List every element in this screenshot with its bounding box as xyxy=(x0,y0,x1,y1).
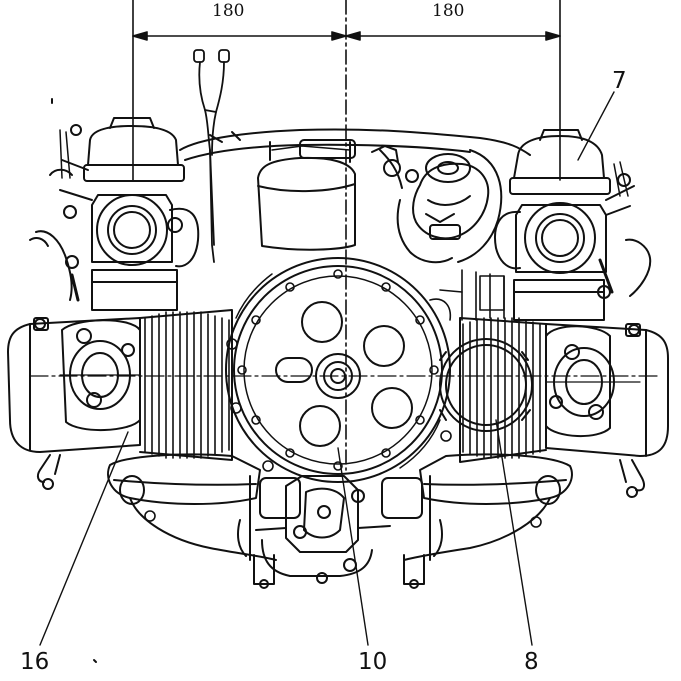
bottom-center-pump xyxy=(237,475,443,589)
print-specks xyxy=(51,98,97,663)
lower-manifold xyxy=(107,453,573,561)
dimension-lines xyxy=(132,0,561,471)
housing-bolts xyxy=(237,269,439,471)
central-blower-housing xyxy=(257,139,356,251)
callout-label-8: 8 xyxy=(524,649,539,675)
dimension-left-label: 180 xyxy=(212,1,245,21)
upper-housing xyxy=(179,128,531,161)
right-cylinder-bank xyxy=(459,317,669,498)
right-upper-details xyxy=(429,269,505,321)
left-cylinder-bank xyxy=(7,309,233,490)
callout-leaders xyxy=(39,91,615,646)
left-carburetor xyxy=(29,117,200,311)
ignition-wires xyxy=(193,49,230,263)
callout-label-16: 16 xyxy=(20,649,50,675)
right-carburetor xyxy=(494,129,652,321)
fan-housing xyxy=(225,257,451,483)
dimension-right-label: 180 xyxy=(432,1,465,21)
callout-label-10: 10 xyxy=(358,649,388,675)
distributor-cluster xyxy=(371,145,503,264)
callout-label-7: 7 xyxy=(612,68,627,94)
small-fasteners xyxy=(144,338,542,528)
fan-disc-holes xyxy=(275,301,413,447)
right-round-cover xyxy=(439,338,533,432)
